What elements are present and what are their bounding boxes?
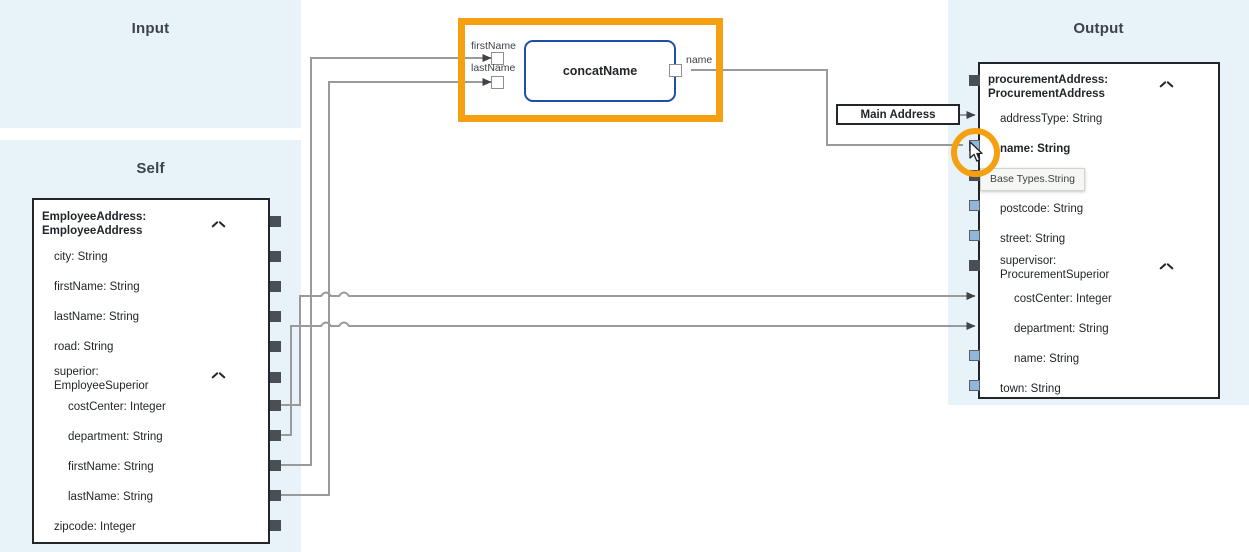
concat-input-port-firstname[interactable] (491, 52, 504, 65)
self-port-zipcode[interactable] (270, 520, 281, 531)
self-field-superior-costcenter: costCenter: Integer (68, 401, 166, 413)
output-port-postcode[interactable] (969, 200, 980, 211)
output-field-supervisor-costcenter: costCenter: Integer (1014, 293, 1112, 305)
self-field-lastname: lastName: String (54, 311, 140, 323)
wire-firstname-to-concat (271, 54, 492, 466)
output-port-town[interactable] (969, 380, 980, 391)
self-port-superior-firstname[interactable] (270, 460, 281, 471)
self-field-firstname: firstName: String (54, 281, 140, 293)
chevron-up-icon-output-supervisor[interactable] (1160, 264, 1173, 273)
panel-input-title: Input (131, 20, 170, 37)
wire-lastname-to-concat (271, 78, 492, 496)
self-port-lastname[interactable] (270, 311, 281, 322)
concat-output-port-name[interactable] (669, 64, 682, 77)
output-structure-box: procurementAddress: ProcurementAddress a… (978, 62, 1220, 399)
self-field-zipcode: zipcode: Integer (54, 521, 136, 533)
output-port-supervisor[interactable] (969, 260, 980, 271)
panel-self-title: Self (136, 160, 165, 177)
panel-output-title: Output (1073, 20, 1124, 37)
chevron-up-icon-self-root[interactable] (212, 222, 225, 231)
concat-output-label-name: name (686, 54, 713, 66)
chevron-up-icon-output-root[interactable] (1160, 82, 1173, 91)
concat-input-port-lastname[interactable] (491, 76, 504, 89)
self-field-superior: superior: EmployeeSuperior (54, 366, 149, 392)
constant-node-main-address[interactable]: Main Address (836, 104, 960, 125)
output-port-street[interactable] (969, 230, 980, 241)
output-port-root[interactable] (969, 75, 980, 86)
self-field-superior-firstname: firstName: String (68, 461, 154, 473)
wire-concat-to-output-name (691, 69, 963, 146)
output-field-name: name: String (1000, 143, 1071, 155)
self-port-road[interactable] (270, 341, 281, 352)
self-port-superior[interactable] (270, 372, 281, 383)
output-field-town: town: String (1000, 383, 1061, 395)
output-field-supervisor: supervisor: ProcurementSuperior (1000, 255, 1110, 281)
type-tooltip: Base Types.String (980, 168, 1086, 191)
node-concatname[interactable]: concatName (524, 40, 676, 102)
self-field-city: city: String (54, 251, 108, 263)
self-field-superior-lastname: lastName: String (68, 491, 154, 503)
self-port-firstname[interactable] (270, 281, 281, 292)
concat-input-label-lastname: lastName (471, 62, 516, 74)
output-field-supervisor-department: department: String (1014, 323, 1109, 335)
chevron-up-icon-self-superior[interactable] (212, 373, 225, 382)
output-field-addresstype: addressType: String (1000, 113, 1103, 125)
self-port-city[interactable] (270, 251, 281, 262)
mouse-pointer-icon (969, 141, 983, 162)
wire-department-to-output (271, 321, 976, 436)
self-field-road: road: String (54, 341, 114, 353)
panel-input: Input (0, 0, 301, 128)
self-port-root[interactable] (270, 216, 281, 227)
orange-highlight-rectangle (458, 18, 723, 122)
output-root-label: procurementAddress: ProcurementAddress (988, 74, 1109, 100)
node-concatname-title: concatName (562, 64, 638, 78)
wire-costcenter-to-output (271, 291, 976, 406)
self-field-superior-department: department: String (68, 431, 163, 443)
output-field-postcode: postcode: String (1000, 203, 1084, 215)
output-field-street: street: String (1000, 233, 1066, 245)
output-field-supervisor-name: name: String (1014, 353, 1080, 365)
self-port-superior-department[interactable] (270, 430, 281, 441)
self-port-superior-lastname[interactable] (270, 490, 281, 501)
output-port-supervisor-name[interactable] (969, 350, 980, 361)
concat-input-label-firstname: firstName (471, 40, 516, 52)
self-root-label: EmployeeAddress: EmployeeAddress (42, 211, 147, 237)
self-port-superior-costcenter[interactable] (270, 400, 281, 411)
self-structure-box: EmployeeAddress: EmployeeAddress city: S… (32, 198, 270, 544)
orange-highlight-circle (951, 128, 1000, 177)
